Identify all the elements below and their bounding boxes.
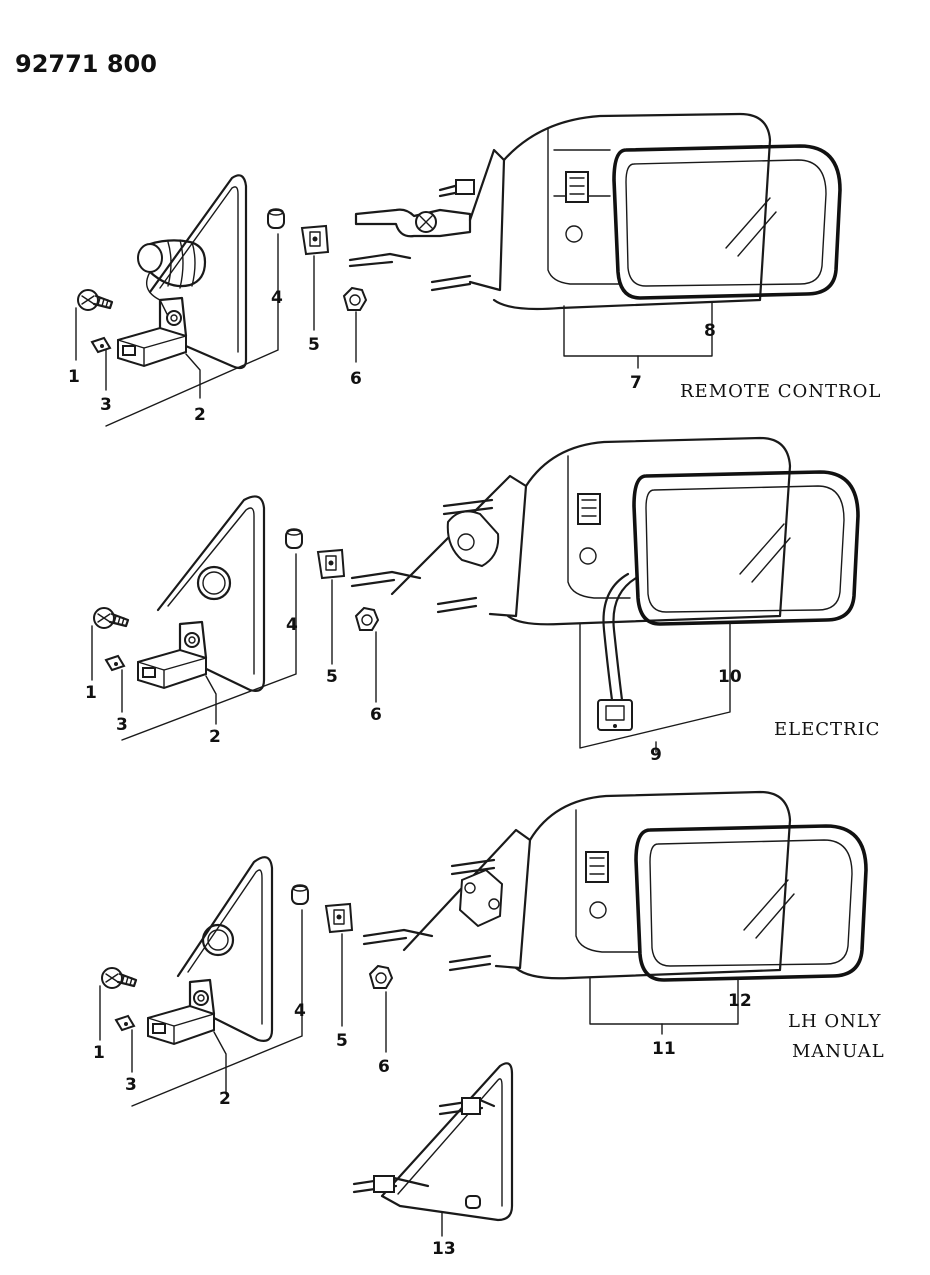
cable-boot: [137, 239, 207, 317]
nut: [368, 964, 394, 989]
callout-number: 4: [271, 288, 283, 308]
mirror-glass: [632, 470, 860, 626]
nut: [342, 286, 368, 311]
clip-nut: [300, 224, 330, 256]
callout-number: 2: [219, 1089, 231, 1109]
clip-nut: [324, 902, 354, 934]
screw: [93, 607, 130, 629]
clip: [104, 654, 126, 672]
leader-lines: [75, 233, 713, 427]
callout-number: 4: [286, 615, 298, 635]
mirror-assembly: [348, 112, 772, 311]
bracket-foot: [137, 620, 208, 690]
screw: [101, 967, 138, 989]
callout-number: 3: [116, 715, 128, 735]
callout-number: 13: [432, 1239, 456, 1259]
leader-lines: [91, 553, 731, 753]
section-caption: LH ONLY: [788, 1011, 882, 1032]
callout-number: 8: [704, 321, 716, 341]
section-electric: 1 2 3 4 5 6 9 10 ELECTRIC: [85, 436, 880, 765]
callout-number: 1: [93, 1043, 105, 1063]
section-caption: REMOTE CONTROL: [680, 381, 881, 402]
callout-number: 6: [350, 369, 362, 389]
section-bracket: 13: [352, 1062, 514, 1259]
grommet: [291, 884, 309, 905]
callout-number: 4: [294, 1001, 306, 1021]
callout-number: 6: [378, 1057, 390, 1077]
callout-number: 3: [100, 395, 112, 415]
clip: [90, 336, 112, 354]
mirror-assembly: [362, 790, 792, 980]
callout-number: 10: [718, 667, 742, 687]
callout-number: 1: [68, 367, 80, 387]
part-number: 92771 800: [15, 50, 157, 78]
callout-number: 9: [650, 745, 662, 765]
mirror-glass: [634, 824, 868, 982]
bracket-foot: [117, 296, 188, 368]
bracket-foot: [147, 978, 216, 1046]
callout-number: 5: [308, 335, 320, 355]
section-caption: MANUAL: [792, 1041, 885, 1062]
gasket-plate: [156, 495, 266, 692]
screw: [77, 289, 114, 311]
callout-number: 12: [728, 991, 752, 1011]
grommet: [267, 208, 285, 229]
callout-number: 7: [630, 373, 642, 393]
callout-number: 6: [370, 705, 382, 725]
callout-number: 2: [209, 727, 221, 747]
callout-number: 3: [125, 1075, 137, 1095]
callout-number: 5: [326, 667, 338, 687]
nut: [354, 606, 380, 631]
leader-lines: [99, 909, 739, 1107]
gasket-plate: [176, 856, 274, 1042]
section-manual: 1 2 3 4 5 6 11 12 LH ONLY MANUAL: [93, 790, 885, 1109]
mirror-assembly: [350, 436, 792, 731]
mirror-glass: [612, 144, 842, 300]
callout-number: 2: [194, 405, 206, 425]
grommet: [285, 528, 303, 549]
clip-nut: [316, 548, 346, 580]
callout-number: 11: [652, 1039, 676, 1059]
callout-number: 5: [336, 1031, 348, 1051]
section-remote-control: 1 2 3 4 5 6 7 8 REMOTE CONTROL: [68, 112, 881, 427]
clip: [114, 1014, 136, 1032]
callout-number: 1: [85, 683, 97, 703]
section-caption: ELECTRIC: [774, 719, 880, 740]
mounting-bracket: [352, 1062, 514, 1222]
